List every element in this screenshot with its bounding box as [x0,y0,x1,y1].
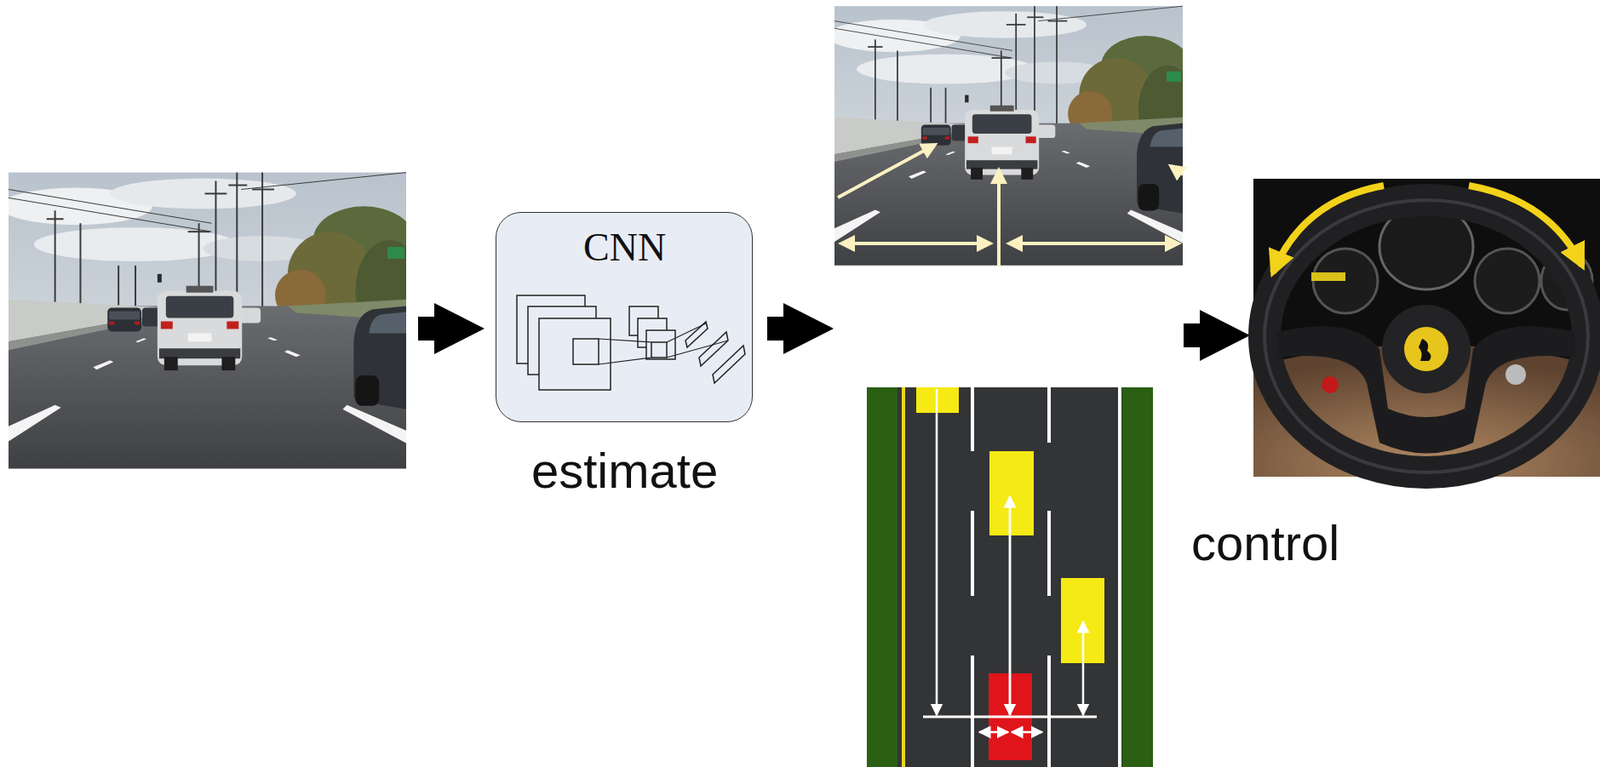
road-photo [0,172,424,470]
node-title: CNN [583,224,666,270]
stage-label: control [1191,514,1340,572]
affordance-arrows [837,144,1183,267]
node-caption: estimate [531,441,718,499]
top-view-schematic [866,387,1153,767]
cnn-box: CNNestimate [495,212,753,423]
steering-wheel [1253,178,1600,477]
annotated-photo [826,5,1198,266]
